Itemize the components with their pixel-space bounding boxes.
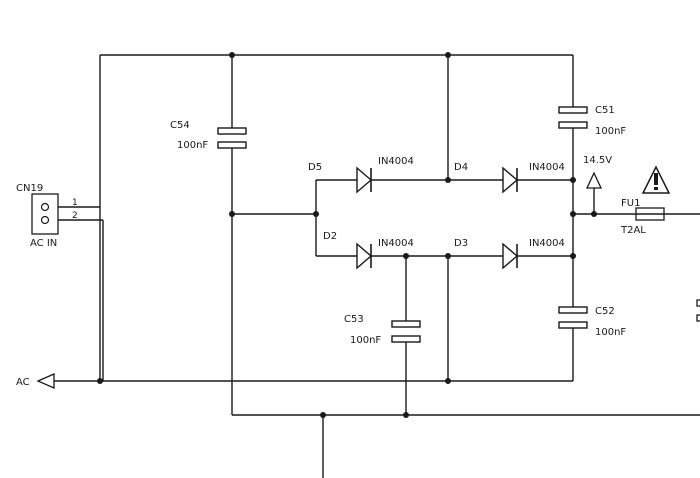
diode-icon <box>502 242 519 270</box>
capacitor-plate <box>217 127 247 135</box>
junction-dot <box>591 211 597 217</box>
capacitor-value: 100nF <box>595 327 626 338</box>
diode-ref: D4 <box>454 162 468 173</box>
voltage-flag-icon <box>585 171 603 189</box>
junction-dot <box>97 378 103 384</box>
offpage-connector-fragment <box>696 299 700 322</box>
connector-pin-1-icon <box>40 202 50 212</box>
offpage-marker <box>696 299 700 307</box>
capacitor-plate <box>558 306 588 314</box>
capacitor-c52: C52 100nF <box>558 306 626 338</box>
capacitor-ref: C54 <box>170 120 190 131</box>
junction-dot <box>229 211 235 217</box>
warning-exclamation-dot-icon <box>654 187 658 190</box>
ac-port-label: AC <box>16 377 30 388</box>
junction-dot <box>570 253 576 259</box>
warning-symbol <box>641 165 671 194</box>
diode-part: IN4004 <box>529 238 565 249</box>
connector-ref: CN19 <box>16 183 43 194</box>
junctions <box>97 52 597 418</box>
capacitor-value: 100nF <box>595 126 626 137</box>
junction-dot <box>229 52 235 58</box>
capacitor-ref: C53 <box>344 314 364 325</box>
fuse-fu1: FU1 T2AL <box>620 198 665 236</box>
diode-icon <box>356 166 373 194</box>
junction-dot <box>445 378 451 384</box>
diode-ref: D2 <box>323 231 337 242</box>
capacitor-plate <box>217 141 247 149</box>
warning-exclamation-icon <box>654 173 658 185</box>
wires <box>49 54 700 478</box>
diode-icon <box>356 242 373 270</box>
diode-d5: D5 IN4004 <box>308 156 414 194</box>
junction-dot <box>445 52 451 58</box>
connector-cn19: CN19 1 2 AC IN <box>16 183 78 249</box>
capacitor-ref: C51 <box>595 105 615 116</box>
capacitor-c53: C53 100nF <box>344 314 421 346</box>
connector-pin-1-label: 1 <box>72 198 78 208</box>
capacitor-c51: C51 100nF <box>558 105 626 137</box>
diode-ref: D5 <box>308 162 322 173</box>
port-arrow-icon <box>36 373 55 389</box>
capacitor-plate <box>391 335 421 343</box>
junction-dot <box>445 253 451 259</box>
capacitor-c54: C54 100nF <box>170 120 247 151</box>
ac-port: AC <box>16 373 55 389</box>
diode-icon <box>502 166 519 194</box>
junction-dot <box>570 177 576 183</box>
junction-dot <box>570 211 576 217</box>
capacitor-value: 100nF <box>177 140 208 151</box>
capacitor-plate <box>558 106 588 114</box>
junction-dot <box>445 177 451 183</box>
junction-dot <box>403 412 409 418</box>
fuse-ref: FU1 <box>621 198 640 209</box>
diode-part: IN4004 <box>378 156 414 167</box>
capacitor-plate <box>558 121 588 129</box>
voltage-indicator: 14.5V <box>583 155 612 189</box>
capacitor-plate <box>391 320 421 328</box>
diode-part: IN4004 <box>529 162 565 173</box>
junction-dot <box>313 211 319 217</box>
diode-ref: D3 <box>454 238 468 249</box>
capacitor-plate <box>558 321 588 329</box>
connector-pin-2-label: 2 <box>72 211 78 221</box>
offpage-marker <box>696 314 700 322</box>
connector-label: AC IN <box>30 238 57 249</box>
diode-part: IN4004 <box>378 238 414 249</box>
fuse-rating: T2AL <box>620 225 646 236</box>
diode-d2: D2 IN4004 <box>323 231 414 270</box>
voltage-label: 14.5V <box>583 155 612 166</box>
connector-pin-2-icon <box>40 215 50 225</box>
junction-dot <box>403 253 409 259</box>
diode-d4: D4 IN4004 <box>454 162 565 194</box>
capacitor-value: 100nF <box>350 335 381 346</box>
capacitor-ref: C52 <box>595 306 615 317</box>
diode-d3: D3 IN4004 <box>454 238 565 270</box>
connector-body <box>31 193 59 235</box>
junction-dot <box>320 412 326 418</box>
